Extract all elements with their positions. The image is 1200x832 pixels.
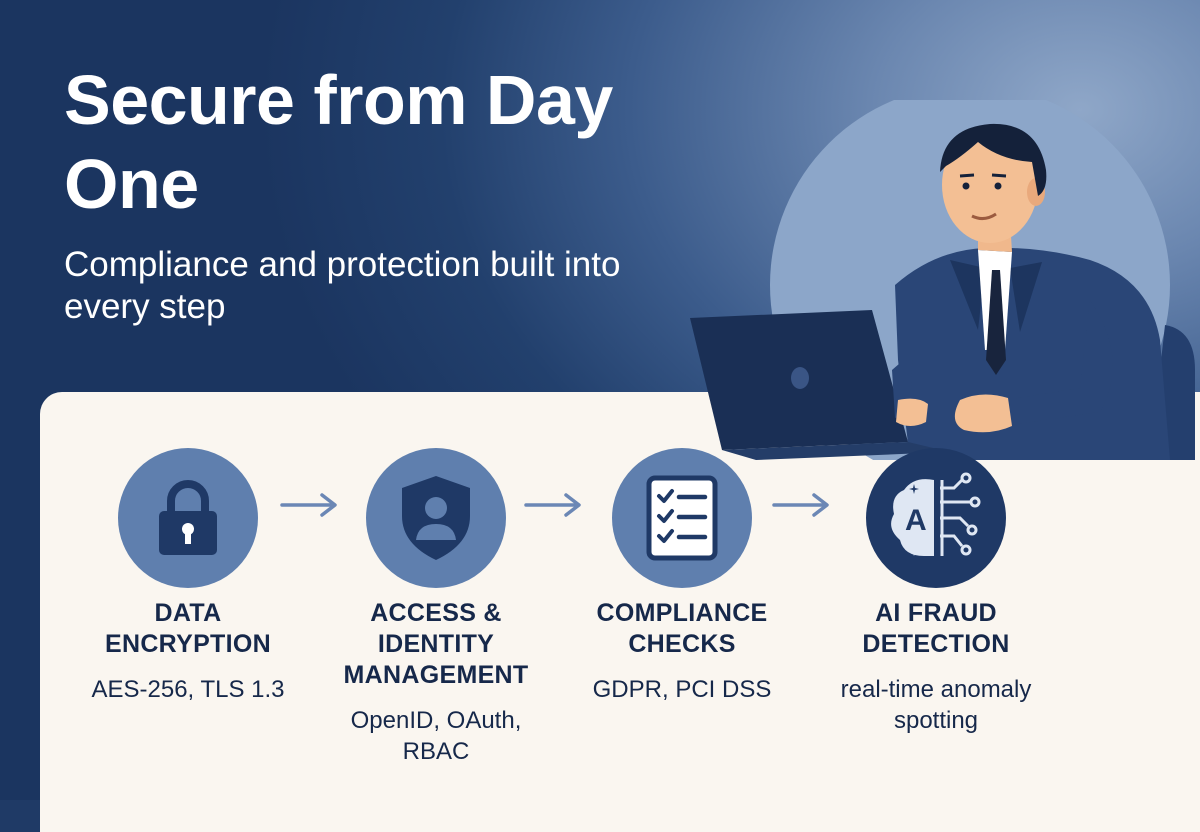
step-description: AES-256, TLS 1.3 [91, 676, 285, 703]
step-description: real-time anomaly spotting [840, 676, 1032, 734]
laptop-base [722, 442, 950, 460]
laptop-logo [791, 367, 809, 389]
step-compliance-checks: COMPLIANCE CHECKS GDPR, PCI DSS [572, 448, 792, 705]
arrow-right-icon [772, 493, 829, 517]
arrow-right-icon [280, 493, 337, 517]
ai-icon-letter: A [905, 504, 927, 537]
businessman-laptop-illustration [690, 100, 1195, 460]
step-title: ACCESS & IDENTITY MANAGEMENT [343, 599, 529, 689]
step-icon-circle [612, 448, 752, 588]
hand-right [954, 394, 1012, 433]
hair [940, 123, 1047, 196]
step-access-identity: ACCESS & IDENTITY MANAGEMENT OpenID, OAu… [326, 448, 546, 767]
step-icon-circle: A [866, 448, 1006, 588]
tie [986, 270, 1006, 375]
hand-left [896, 398, 928, 426]
step-title: COMPLIANCE CHECKS [596, 599, 768, 658]
arrow-right-icon [524, 493, 581, 517]
checklist-icon [646, 475, 718, 561]
step-icon-circle [118, 448, 258, 588]
page-subtitle: Compliance and protection built into eve… [64, 245, 621, 326]
step-title: AI FRAUD DETECTION [862, 599, 1010, 658]
step-description: GDPR, PCI DSS [592, 676, 772, 703]
step-description: OpenID, OAuth, RBAC [350, 707, 522, 765]
step-icon-circle [366, 448, 506, 588]
step-title: DATA ENCRYPTION [105, 599, 271, 658]
padlock-icon [159, 480, 217, 555]
step-data-encryption: DATA ENCRYPTION AES-256, TLS 1.3 [78, 448, 298, 705]
shield-user-icon [402, 476, 470, 560]
step-ai-fraud-detection: A AI FRAUD DETECTION real-time anomaly s… [826, 448, 1046, 736]
page-title: Secure from Day One [64, 61, 613, 223]
ai-brain-circuit-icon: A [891, 472, 981, 556]
